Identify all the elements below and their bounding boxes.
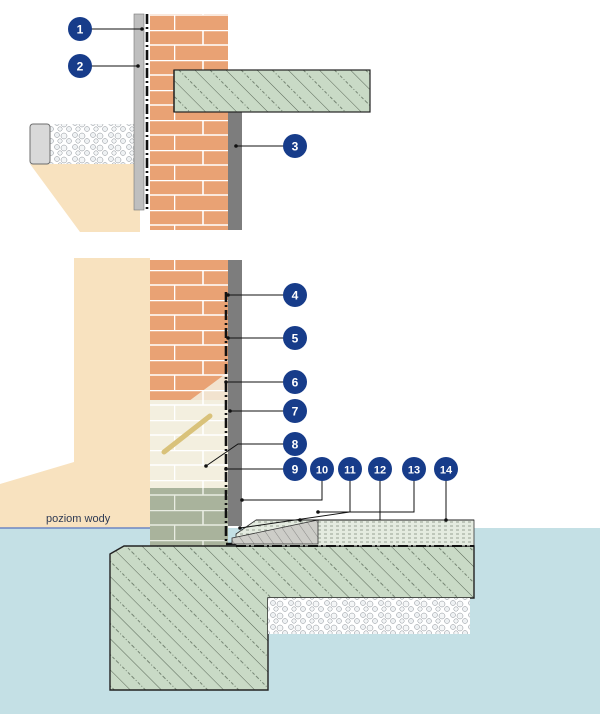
- marker-9: 9: [224, 457, 307, 481]
- marker-1: 1: [68, 17, 144, 41]
- marker-badge: [434, 457, 458, 481]
- upper-detail: [29, 13, 371, 232]
- sealing-wedge: [231, 519, 319, 545]
- marker-leader-dot: [238, 526, 242, 530]
- marker-leader-dot: [240, 498, 244, 502]
- marker-number: 6: [292, 376, 299, 390]
- upper-soil: [30, 164, 140, 232]
- marker-leader-dot: [316, 510, 320, 514]
- upper-gravel: [50, 124, 140, 164]
- marker-leader-dot: [224, 380, 228, 384]
- marker-12: 12: [298, 457, 392, 522]
- marker-badge: [68, 17, 92, 41]
- marker-badge: [283, 399, 307, 423]
- marker-5: 5: [226, 326, 307, 350]
- marker-number: 12: [374, 465, 386, 477]
- lower-brick-wall-submerged: [150, 488, 228, 546]
- marker-8: 8: [204, 432, 307, 468]
- injection-channel: [161, 413, 213, 455]
- marker-11: 11: [238, 457, 362, 530]
- marker-leader-dot: [224, 467, 228, 471]
- lower-soil: [0, 258, 150, 528]
- marker-6: 6: [224, 370, 307, 394]
- lower-detail: [0, 258, 600, 714]
- damp-transition: [150, 372, 228, 430]
- marker-leader-line: [242, 469, 323, 501]
- marker-badge: [338, 457, 362, 481]
- marker-badge: [283, 432, 307, 456]
- marker-number: 3: [292, 140, 299, 154]
- lower-gravel: [268, 598, 470, 634]
- marker-leader-dot: [140, 27, 144, 31]
- marker-number: 4: [292, 289, 299, 303]
- marker-leader-dot: [444, 518, 448, 522]
- upper-insulation-board: [228, 112, 242, 230]
- marker-number: 13: [408, 465, 420, 477]
- upper-brick-wall: [150, 14, 228, 230]
- marker-number: 14: [440, 465, 453, 477]
- marker-badge: [283, 370, 307, 394]
- marker-number: 2: [77, 60, 84, 74]
- marker-number: 9: [292, 463, 299, 477]
- marker-badge: [283, 283, 307, 307]
- marker-number: 11: [344, 465, 356, 477]
- marker-number: 1: [77, 23, 84, 37]
- marker-leader-line: [318, 469, 415, 513]
- upper-plaster-layer: [133, 13, 145, 211]
- marker-badge: [368, 457, 392, 481]
- marker-badge: [283, 326, 307, 350]
- lower-insulation-board: [228, 260, 242, 526]
- marker-leader-dot: [228, 409, 232, 413]
- marker-number: 7: [292, 405, 299, 419]
- upper-curb-stone: [29, 123, 51, 165]
- marker-badge: [283, 457, 307, 481]
- marker-14: 14: [434, 457, 458, 522]
- marker-number: 10: [316, 465, 328, 477]
- water-level-label: poziom wody: [46, 513, 111, 525]
- marker-badge: [283, 134, 307, 158]
- upper-floor-slab: [173, 69, 371, 113]
- marker-7: 7: [228, 399, 307, 423]
- marker-3: 3: [234, 134, 307, 158]
- marker-badge: [68, 54, 92, 78]
- marker-badge: [402, 457, 426, 481]
- marker-leader-dot: [204, 464, 208, 468]
- marker-number: 8: [292, 438, 299, 452]
- marker-4: 4: [226, 283, 307, 307]
- marker-leader-dot: [226, 336, 230, 340]
- marker-leader-dot: [298, 518, 302, 522]
- marker-leader-dot: [226, 293, 230, 297]
- marker-badge: [310, 457, 334, 481]
- marker-2: 2: [68, 54, 140, 78]
- marker-10: 10: [240, 457, 334, 502]
- marker-leader-dot: [136, 64, 140, 68]
- marker-13: 13: [316, 457, 426, 514]
- marker-leader-dot: [234, 144, 238, 148]
- marker-number: 5: [292, 332, 299, 346]
